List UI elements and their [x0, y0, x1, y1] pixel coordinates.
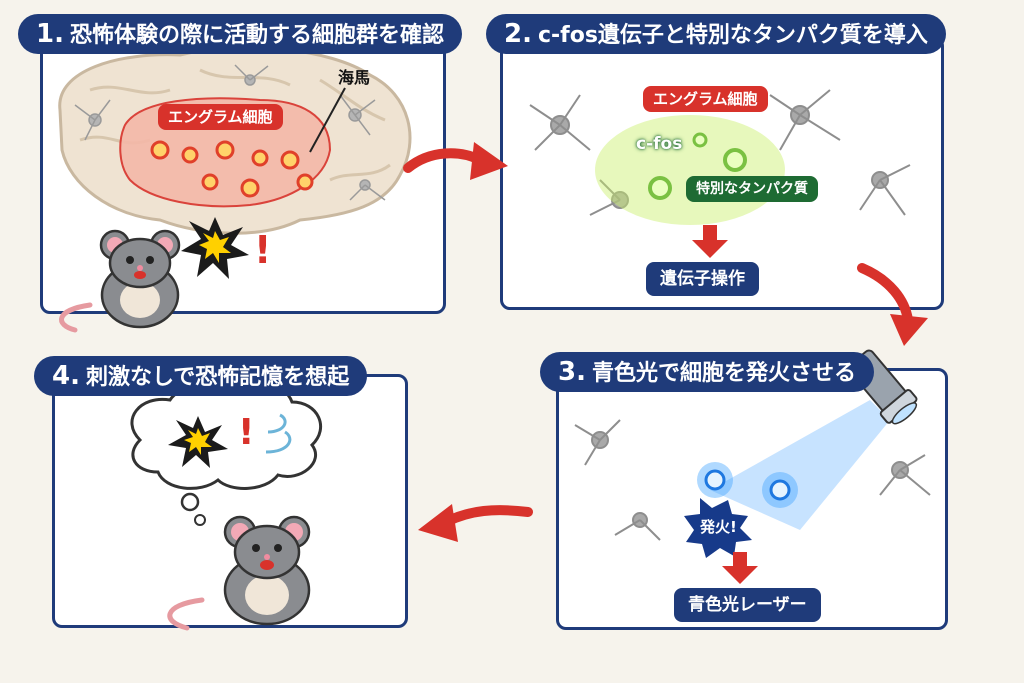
fire-label: 発火! [700, 518, 737, 536]
blue-laser-label: 青色光レーザー [674, 588, 821, 622]
hippocampus-label: 海馬 [338, 68, 371, 87]
step-1-engram-label: エングラム細胞 [158, 104, 283, 130]
step-2-title-text: c-fos遺伝子と特別なタンパク質を導入 [537, 23, 928, 48]
step-2-engram-label: エングラム細胞 [643, 86, 768, 112]
step-4-title-text: 刺激なしで恐怖記憶を想起 [85, 365, 350, 390]
arrow-icon [418, 504, 533, 542]
step-1-title: 1.恐怖体験の際に活動する細胞群を確認 [18, 14, 462, 54]
step-4-title: 4.刺激なしで恐怖記憶を想起 [34, 356, 368, 396]
step-3-title-text: 青色光で細胞を発火させる [591, 361, 856, 386]
protein-label: 特別なタンパク質 [686, 176, 818, 202]
step-2-title: 2.c-fos遺伝子と特別なタンパク質を導入 [486, 14, 946, 54]
step-4-panel [52, 374, 408, 628]
step-1-number: 1. [36, 19, 64, 49]
gene-operation-label: 遺伝子操作 [646, 262, 759, 296]
step-1-panel [40, 36, 446, 314]
step-4-shock-mark: ! [238, 412, 255, 453]
step-1-title-text: 恐怖体験の際に活動する細胞群を確認 [69, 23, 444, 48]
step-1-shock-mark: ! [254, 228, 272, 272]
step-3-number: 3. [558, 357, 586, 387]
step-3-title: 3.青色光で細胞を発火させる [540, 352, 874, 392]
step-4-number: 4. [52, 361, 80, 391]
step-2-number: 2. [504, 19, 532, 49]
cfos-label: c-fos [636, 134, 683, 154]
